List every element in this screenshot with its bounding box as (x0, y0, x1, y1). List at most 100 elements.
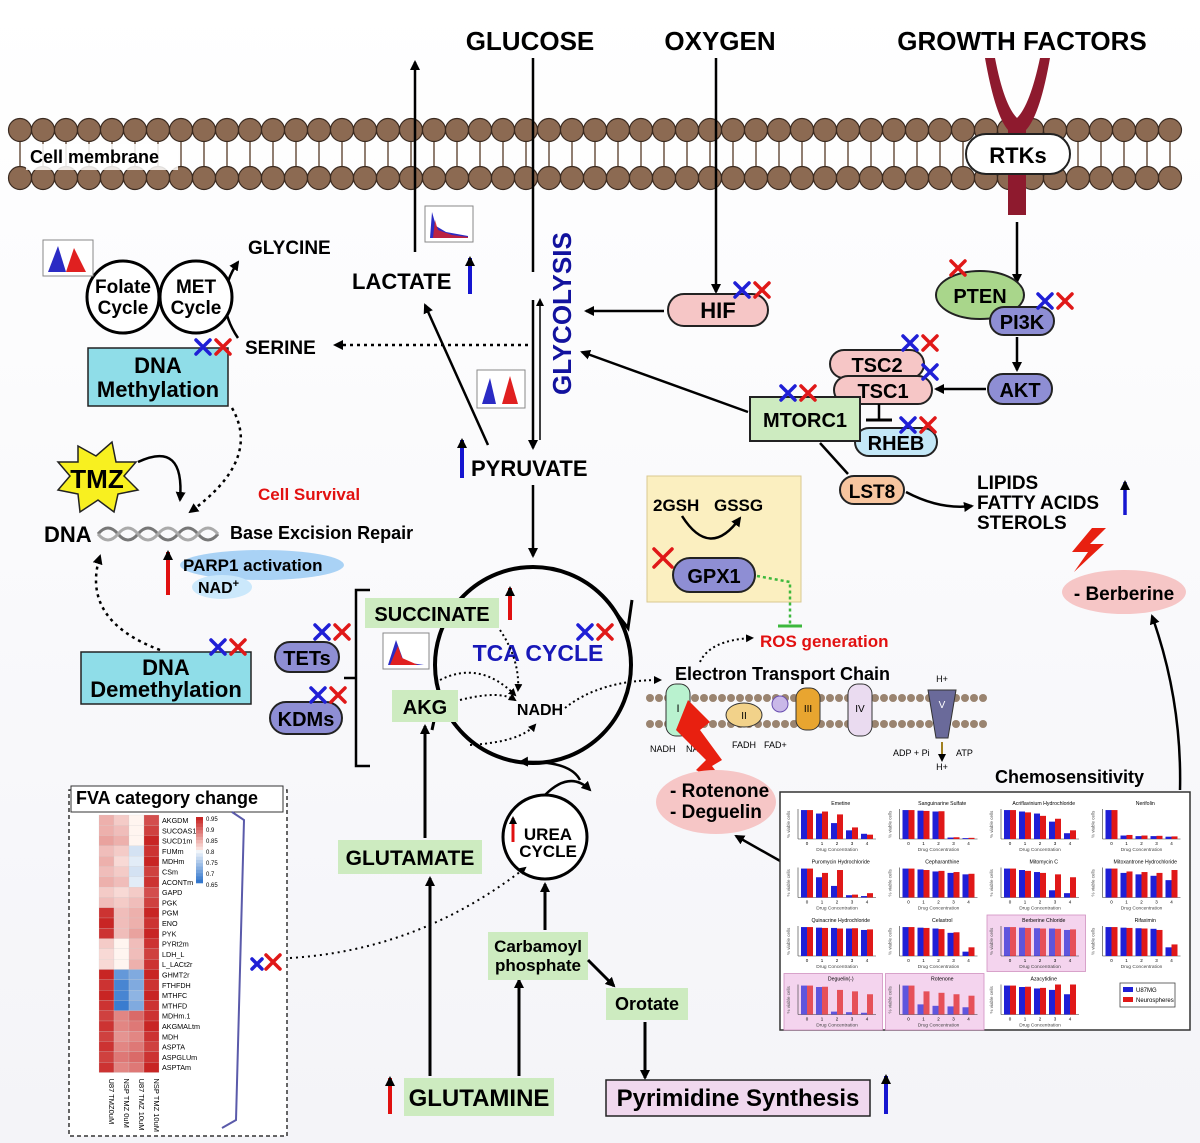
chemo-bar-u87mg (902, 810, 909, 839)
chemo-bar-u87mg (1004, 868, 1010, 898)
dna-methylation-label-1: DNA (134, 353, 182, 378)
chemo-ylabel: % viable cells (786, 810, 791, 838)
lipid-head (214, 117, 240, 143)
lipid-head (766, 165, 792, 191)
chemo-tick: 0 (1009, 1017, 1012, 1022)
red-cross-icon (921, 334, 939, 352)
chemo-bar-neurospheres (867, 893, 873, 898)
pyruvate-histogram-icon (476, 369, 526, 409)
etc-lipid-head (925, 720, 933, 728)
red-cross-icon (652, 547, 674, 569)
glycolysis-label: GLYCOLYSIS (547, 232, 577, 395)
etc-label: Electron Transport Chain (675, 664, 890, 684)
fva-row-label: ASPTAm (162, 1063, 191, 1072)
chemo-xlabel: Drug Concentration (918, 906, 960, 912)
fva-colorbar-step (196, 820, 203, 824)
cell-survival-label: Cell Survival (258, 485, 360, 504)
fva-row-label: MTHFC (162, 991, 187, 1000)
fva-col-label: NSP TMZ 10uM (152, 1079, 161, 1133)
lipid-head (835, 117, 861, 143)
chemo-tick: 4 (1069, 958, 1072, 963)
lipid-head (858, 117, 884, 143)
fva-cell (113, 928, 130, 939)
chemo-bar-u87mg (1165, 836, 1172, 839)
chemo-bar-neurospheres (953, 872, 960, 898)
chemo-bar-neurospheres (1025, 986, 1031, 1015)
fva-cell (98, 866, 115, 877)
pyruvate-label: PYRUVATE (471, 456, 588, 481)
fva-colorbar-step (196, 830, 203, 834)
lipid-head (283, 117, 309, 143)
chemo-tick: 1 (1125, 841, 1128, 846)
chemo-xlabel: Drug Concentration (816, 964, 858, 970)
etc-fad-label: FAD+ (764, 740, 787, 750)
chemo-tick: 0 (806, 841, 809, 846)
chemo-ylabel: % viable cells (989, 810, 994, 838)
etc-lipid-head (646, 720, 654, 728)
chemo-bar-neurospheres (822, 872, 828, 898)
fva-cell (143, 1000, 160, 1011)
chemo-bar-u87mg (1064, 893, 1070, 898)
chemo-tick: 0 (1110, 900, 1113, 905)
chemo-bar-neurospheres (822, 811, 828, 839)
fva-cell (143, 835, 160, 846)
etc-lipid-head (754, 694, 762, 702)
chemo-bar-u87mg (801, 927, 807, 956)
etc-to-ros-arrow (699, 634, 754, 663)
chemo-tick: 0 (1009, 841, 1012, 846)
folate-histogram-icon (42, 239, 94, 277)
chemo-ylabel: % viable cells (1091, 868, 1096, 896)
chemo-bar-u87mg (831, 823, 837, 839)
lst8-box (839, 475, 905, 505)
chemo-bar-u87mg (816, 877, 822, 898)
red-cross-icon (329, 686, 347, 704)
lipid-head (812, 165, 838, 191)
blue-cross-icon (779, 384, 797, 402)
chemo-xlabel: Drug Concentration (1121, 906, 1163, 912)
chemo-to-rotenone-arrow (734, 834, 783, 864)
fva-cell (98, 1020, 115, 1032)
lipid-head (674, 117, 700, 143)
fva-row-label: FTHFDH (162, 981, 191, 990)
fva-cell (143, 1041, 160, 1052)
lipid-head (789, 165, 815, 191)
mtorc1-label: MTORC1 (763, 410, 847, 432)
lipid-head (7, 117, 33, 143)
lipid-head (927, 117, 953, 143)
lipid-head (904, 117, 930, 143)
chemo-bar-neurospheres (837, 870, 843, 898)
red-cross-icon (229, 638, 247, 656)
etc-lipid-head (781, 720, 789, 728)
chemo-tick: 1 (821, 958, 824, 963)
chemo-bar-neurospheres (1126, 927, 1133, 956)
chemo-bar-neurospheres (807, 868, 813, 898)
chemo-tick: 3 (851, 841, 854, 846)
chemo-bar-u87mg (1150, 836, 1157, 839)
fva-cell (143, 886, 160, 898)
chemo-tick: 3 (851, 900, 854, 905)
chemo-bar-u87mg (947, 872, 954, 898)
chemo-bar-u87mg (1105, 927, 1112, 956)
chemo-bar-u87mg (962, 838, 969, 839)
fva-title-box (70, 785, 284, 813)
chemo-bar-u87mg (831, 885, 837, 898)
fva-cell (143, 876, 160, 888)
red-cross-icon (753, 281, 771, 299)
chemo-bar-neurospheres (867, 994, 873, 1015)
gpx1-label: GPX1 (687, 566, 740, 588)
fva-colorbar-step (196, 873, 203, 877)
chemo-bar-u87mg (1135, 928, 1142, 956)
tmz-starburst (56, 440, 140, 514)
glycine-label: GLYCINE (248, 238, 331, 259)
fva-cell (128, 1010, 145, 1022)
fva-cell (128, 959, 145, 970)
chemo-bar-neurospheres (1141, 872, 1148, 898)
etc-lipid-head (961, 694, 969, 702)
chemo-tick: 3 (1054, 841, 1057, 846)
akg-histogram-icon (382, 632, 430, 670)
chemo-xlabel: Drug Concentration (1121, 964, 1163, 970)
chemo-bar-u87mg (1105, 868, 1112, 898)
lipid-head (1157, 117, 1183, 143)
chemo-tick: 3 (1155, 900, 1158, 905)
